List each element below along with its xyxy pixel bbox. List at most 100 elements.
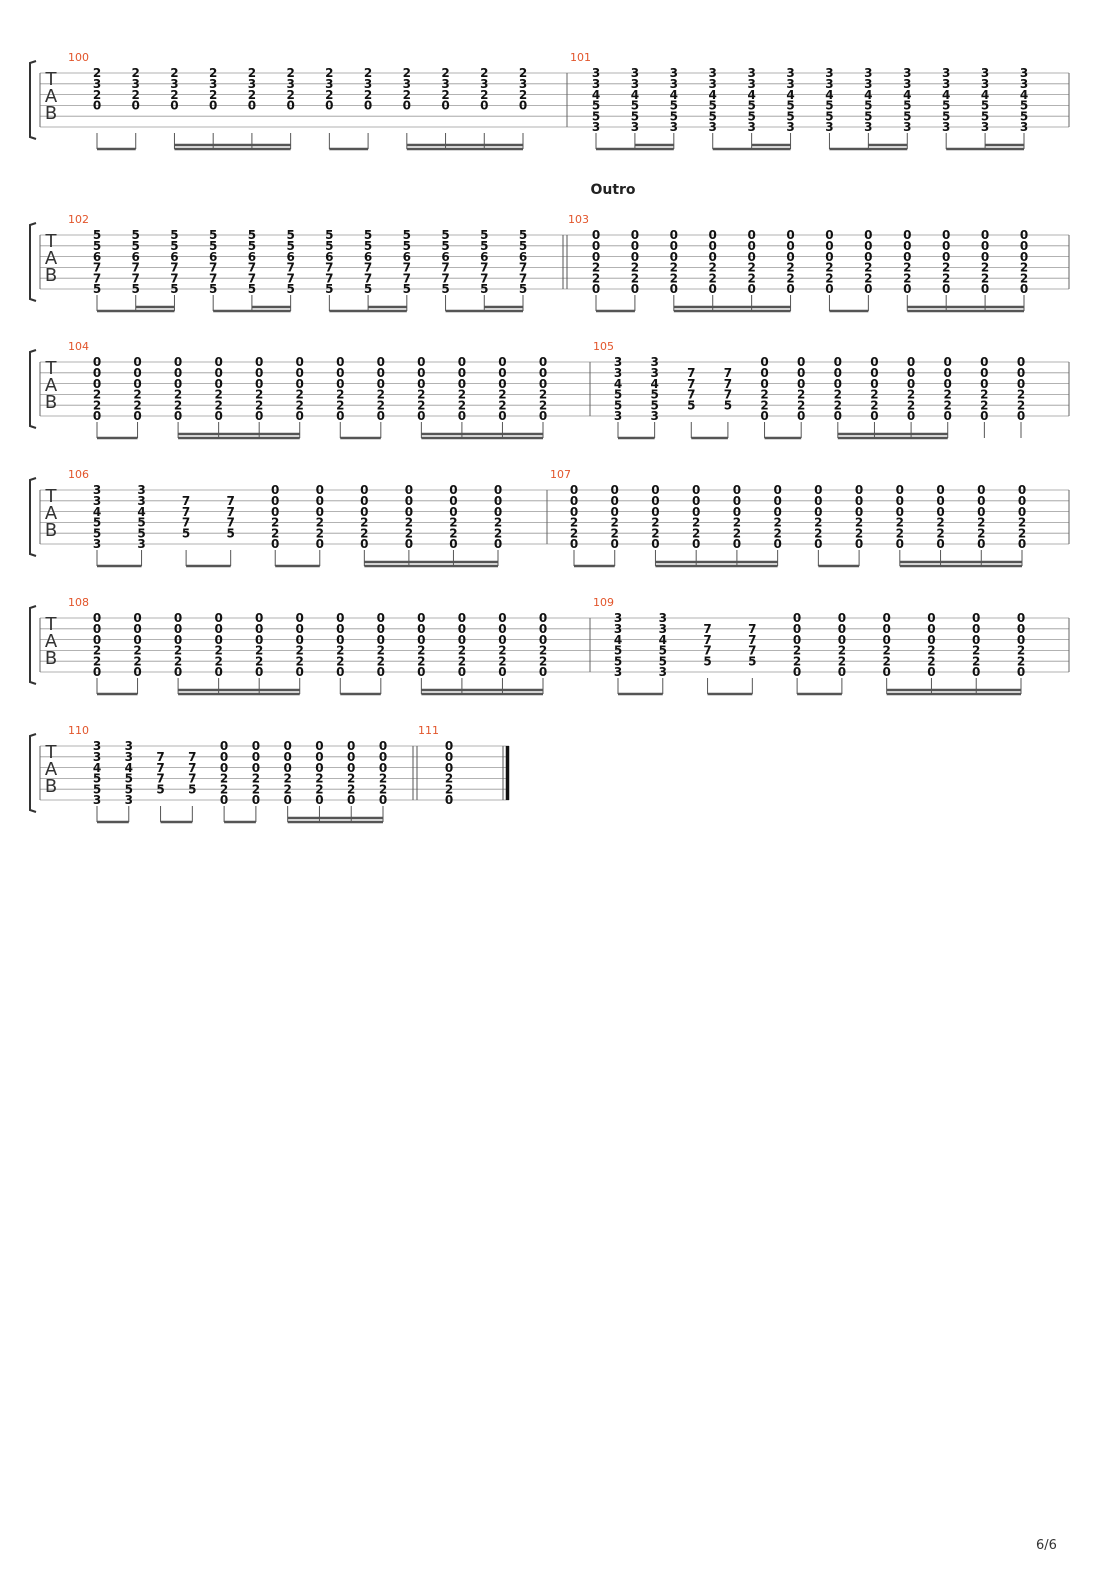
fret-number: 0 [1017, 665, 1025, 679]
fret-number: 0 [170, 99, 178, 113]
fret-number: 0 [379, 750, 387, 764]
fret-number: 0 [864, 228, 872, 242]
fret-number: 6 [364, 250, 372, 264]
fret-number: 5 [132, 228, 140, 242]
fret-number: 0 [377, 366, 385, 380]
fret-number: 2 [539, 654, 547, 668]
fret-number: 0 [981, 250, 989, 264]
system-bracket [29, 605, 37, 685]
fret-number: 2 [271, 526, 279, 540]
fret-number: 0 [458, 622, 466, 636]
fret-number: 7 [248, 271, 256, 285]
fret-number: 0 [315, 750, 323, 764]
fret-number: 0 [316, 483, 324, 497]
fret-number: 7 [132, 271, 140, 285]
fret-number: 3 [480, 77, 488, 91]
fret-number: 2 [286, 66, 294, 80]
fret-number: 2 [936, 516, 944, 530]
fret-number: 0 [870, 409, 878, 423]
fret-number: 0 [498, 622, 506, 636]
fret-number: 2 [907, 388, 915, 402]
fret-number: 2 [972, 644, 980, 658]
fret-number: 0 [773, 483, 781, 497]
fret-number: 0 [896, 483, 904, 497]
fret-number: 0 [405, 494, 413, 508]
fret-number: 0 [417, 611, 425, 625]
fret-number: 0 [214, 377, 222, 391]
fret-number: 3 [786, 66, 794, 80]
fret-number: 2 [174, 654, 182, 668]
fret-number: 0 [1017, 377, 1025, 391]
fret-number: 2 [797, 388, 805, 402]
fret-number: 2 [403, 88, 411, 102]
fret-number: 0 [972, 633, 980, 647]
fret-number: 0 [936, 483, 944, 497]
fret-number: 3 [614, 355, 622, 369]
fret-number: 5 [748, 654, 756, 668]
fret-number: 3 [709, 77, 717, 91]
fret-number: 0 [377, 355, 385, 369]
fret-number: 5 [188, 782, 196, 796]
fret-number: 2 [980, 398, 988, 412]
fret-number: 3 [592, 66, 600, 80]
fret-number: 0 [882, 622, 890, 636]
fret-number: 0 [93, 633, 101, 647]
fret-number: 0 [360, 483, 368, 497]
fret-number: 0 [458, 611, 466, 625]
fret-number: 2 [1020, 261, 1028, 275]
fret-number: 0 [174, 665, 182, 679]
fret-number: 0 [360, 537, 368, 551]
tab-clef-letter: T [45, 742, 58, 763]
fret-number: 0 [325, 99, 333, 113]
fret-number: 0 [174, 622, 182, 636]
tab-clef-letter: B [45, 265, 57, 286]
fret-number: 2 [417, 644, 425, 658]
fret-number: 0 [773, 505, 781, 519]
fret-number: 5 [709, 109, 717, 123]
fret-number: 7 [480, 271, 488, 285]
fret-number: 2 [903, 271, 911, 285]
tab-clef-letter: T [45, 69, 58, 90]
fret-number: 0 [760, 355, 768, 369]
fret-number: 0 [611, 505, 619, 519]
fret-number: 5 [864, 99, 872, 113]
fret-number: 0 [903, 250, 911, 264]
fret-number: 0 [834, 366, 842, 380]
fret-number: 7 [286, 261, 294, 275]
fret-number: 2 [896, 526, 904, 540]
fret-number: 3 [519, 77, 527, 91]
fret-number: 3 [631, 120, 639, 134]
fret-number: 0 [814, 505, 822, 519]
fret-number: 5 [325, 239, 333, 253]
fret-number: 0 [882, 611, 890, 625]
fret-number: 0 [498, 633, 506, 647]
fret-number: 2 [255, 644, 263, 658]
fret-number: 2 [814, 516, 822, 530]
fret-number: 0 [255, 355, 263, 369]
fret-number: 5 [592, 99, 600, 113]
fret-number: 0 [944, 409, 952, 423]
fret-number: 0 [864, 282, 872, 296]
fret-number: 3 [93, 793, 101, 807]
fret-number: 5 [132, 282, 140, 296]
fret-number: 0 [773, 494, 781, 508]
fret-number: 2 [458, 388, 466, 402]
fret-number: 0 [651, 505, 659, 519]
fret-number: 0 [255, 409, 263, 423]
measure-number: 105 [593, 340, 614, 353]
